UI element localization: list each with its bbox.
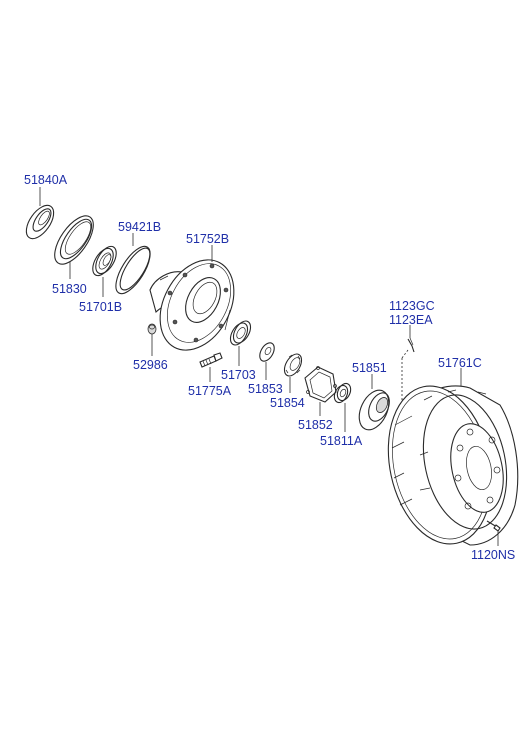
washer-51853 xyxy=(259,342,275,362)
part-label-51701B[interactable]: 51701B xyxy=(79,300,123,314)
tone-ring-59421B xyxy=(115,245,151,295)
part-label-51854[interactable]: 51854 xyxy=(270,396,305,410)
brake-drum-51761C xyxy=(387,385,519,546)
bearing-51703 xyxy=(229,320,252,346)
part-label-51703[interactable]: 51703 xyxy=(221,368,256,382)
bearing-51701B xyxy=(92,245,117,277)
lock-washer-51854 xyxy=(283,353,303,377)
gasket-51852 xyxy=(304,366,337,403)
hub-cap-51851 xyxy=(358,389,390,431)
plug-52986 xyxy=(147,323,157,335)
oil-seal-51840A xyxy=(25,204,55,240)
screw-1120NS xyxy=(486,520,501,532)
part-label-51852[interactable]: 51852 xyxy=(298,418,333,432)
part-label-52986[interactable]: 52986 xyxy=(133,358,168,372)
part-label-51851[interactable]: 51851 xyxy=(352,361,387,375)
part-label-1120NS[interactable]: 1120NS xyxy=(471,548,516,562)
wheel-hub-51752B xyxy=(149,259,235,351)
part-label-51830[interactable]: 51830 xyxy=(52,282,87,296)
lock-nut-51811A xyxy=(333,382,352,404)
part-label-1123EA[interactable]: 1123EA xyxy=(389,313,433,327)
ring-seal-51830 xyxy=(54,215,94,265)
cotter-pin-1123GC xyxy=(407,337,415,353)
part-label-51761C[interactable]: 51761C xyxy=(438,356,482,370)
part-label-51752B[interactable]: 51752B xyxy=(186,232,230,246)
hub-bolt-51775A xyxy=(199,352,223,368)
part-label-1123GC[interactable]: 1123GC xyxy=(389,299,435,313)
part-label-59421B[interactable]: 59421B xyxy=(118,220,162,234)
part-label-51775A[interactable]: 51775A xyxy=(188,384,232,398)
part-label-51840A[interactable]: 51840A xyxy=(24,173,68,187)
part-label-51811A[interactable]: 51811A xyxy=(320,434,363,448)
part-label-51853[interactable]: 51853 xyxy=(248,382,283,396)
